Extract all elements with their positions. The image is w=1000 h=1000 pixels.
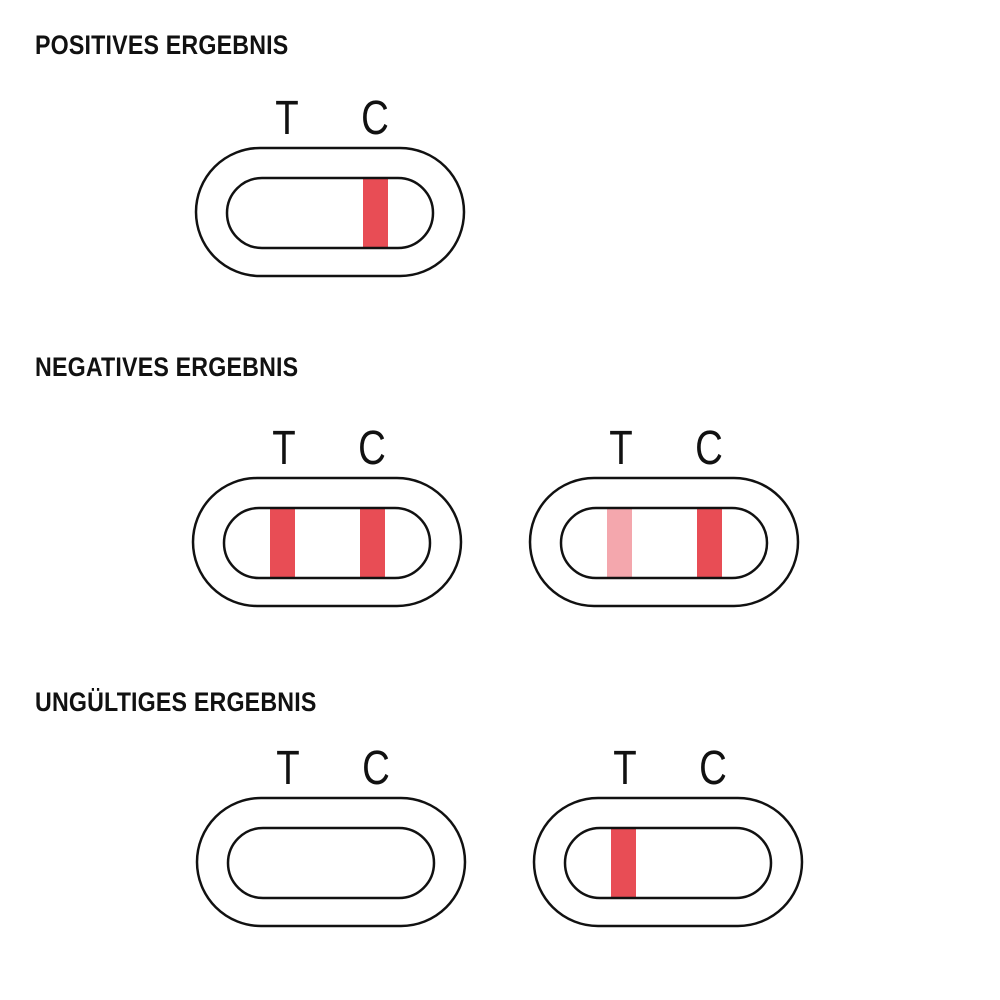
cassette-outer-outline bbox=[532, 796, 804, 928]
heading-negative: NEGATIVES ERGEBNIS bbox=[35, 352, 299, 382]
label-t: T bbox=[613, 742, 637, 795]
label-t: T bbox=[609, 422, 633, 475]
result-line-c bbox=[363, 178, 388, 248]
label-c: C bbox=[361, 92, 389, 145]
cassette-drawing bbox=[528, 476, 800, 608]
result-window-outline bbox=[563, 826, 773, 900]
cassette-drawing bbox=[194, 146, 466, 278]
heading-positive: POSITIVES ERGEBNIS bbox=[35, 30, 289, 60]
label-t: T bbox=[276, 742, 300, 795]
cassette-outer-outline bbox=[528, 476, 800, 608]
result-line-c bbox=[697, 508, 722, 578]
cassette-outer-outline bbox=[195, 796, 467, 928]
result-window-outline bbox=[222, 506, 432, 580]
result-window-outline bbox=[225, 176, 435, 250]
result-window-outline bbox=[226, 826, 436, 900]
result-line-t bbox=[607, 508, 632, 578]
result-line-c bbox=[360, 508, 385, 578]
label-c: C bbox=[699, 742, 727, 795]
label-c: C bbox=[695, 422, 723, 475]
cassette-drawing bbox=[191, 476, 463, 608]
heading-invalid: UNGÜLTIGES ERGEBNIS bbox=[35, 687, 317, 717]
result-line-t bbox=[270, 508, 295, 578]
label-t: T bbox=[272, 422, 296, 475]
result-line-t bbox=[611, 828, 636, 898]
cassette-outer-outline bbox=[194, 146, 466, 278]
cassette-outer-outline bbox=[191, 476, 463, 608]
label-c: C bbox=[362, 742, 390, 795]
result-window-outline bbox=[559, 506, 769, 580]
cassette-drawing bbox=[195, 796, 467, 928]
cassette-drawing bbox=[532, 796, 804, 928]
label-c: C bbox=[358, 422, 386, 475]
label-t: T bbox=[275, 92, 299, 145]
